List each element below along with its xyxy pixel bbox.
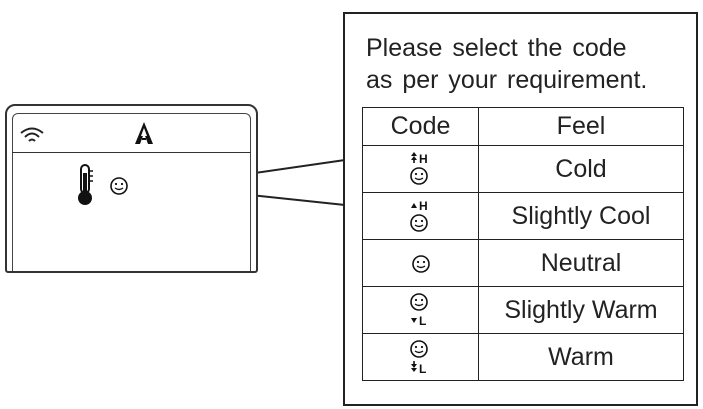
table-header-row: Code Feel — [362, 107, 684, 146]
code-letter: L — [419, 314, 426, 328]
instruction-text: Please select the code as per your requi… — [366, 32, 686, 96]
face-single-arrow-down-L-icon: L — [409, 293, 428, 328]
instruction-line-2: as per your requirement. — [366, 66, 648, 94]
face-icon — [411, 255, 430, 273]
code-feel-table: Code Feel H Cold — [362, 107, 684, 381]
brand-logo-icon — [135, 122, 153, 144]
wifi-icon — [20, 127, 44, 142]
table-row: Neutral — [362, 239, 684, 287]
single-arrow-up-H-face-icon: H — [409, 199, 428, 232]
feel-cell-slightly-cool: Slightly Cool — [478, 192, 684, 240]
feel-column-header: Feel — [478, 107, 684, 146]
thermometer-icon — [78, 164, 93, 205]
table-row: H Slightly Cool — [362, 192, 684, 240]
table-row: H Cold — [362, 145, 684, 193]
code-cell-slightly-warm: L — [362, 286, 479, 334]
code-letter: H — [419, 199, 428, 213]
feel-cell-cold: Cold — [478, 145, 684, 193]
smiley-face-icon — [110, 177, 128, 195]
code-column-header: Code — [362, 107, 479, 146]
device-screen-divider — [12, 152, 251, 153]
face-double-arrow-down-L-icon: L — [409, 340, 428, 375]
code-letter: H — [419, 152, 428, 166]
feel-cell-slightly-warm: Slightly Warm — [478, 286, 684, 334]
feel-cell-neutral: Neutral — [478, 239, 684, 287]
feel-cell-warm: Warm — [478, 333, 684, 381]
instruction-line-1: Please select the code — [366, 34, 627, 62]
code-cell-warm: L — [362, 333, 479, 381]
thermostat-device — [5, 104, 258, 273]
double-arrow-up-H-face-icon: H — [409, 152, 428, 185]
device-screen-frame — [12, 113, 251, 271]
code-selection-callout: Please select the code as per your requi… — [343, 12, 698, 406]
code-cell-cold: H — [362, 145, 479, 193]
table-row: L Slightly Warm — [362, 286, 684, 334]
code-cell-neutral — [362, 239, 479, 287]
code-cell-slightly-cool: H — [362, 192, 479, 240]
code-letter: L — [419, 362, 426, 375]
table-row: L Warm — [362, 333, 684, 381]
